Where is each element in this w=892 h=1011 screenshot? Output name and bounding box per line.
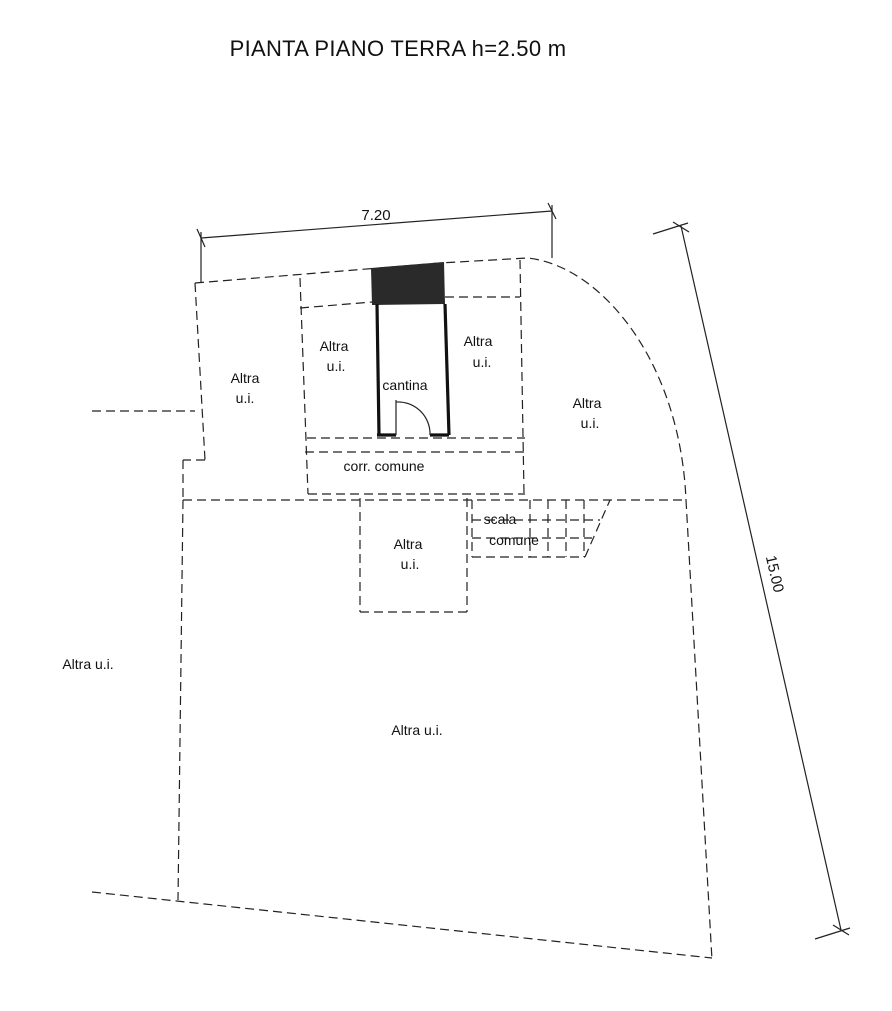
dimension-width-label: 7.20	[361, 207, 390, 224]
room-labels: Altra u.i. Altra u.i. cantina Altra u.i.…	[62, 333, 601, 738]
label-mid-right-1: Altra	[464, 333, 493, 349]
label-center-2: u.i.	[401, 556, 420, 572]
label-corridor: corr. comune	[344, 458, 425, 474]
label-scala-2: comune	[489, 532, 539, 548]
outer-outline	[91, 257, 713, 961]
label-right-1: Altra	[573, 395, 602, 411]
label-mid-left-2: u.i.	[327, 358, 346, 374]
dark-hatch	[371, 262, 445, 305]
interior-walls	[299, 259, 525, 495]
dimension-depth: 15.00	[652, 221, 851, 940]
label-mid-right-2: u.i.	[473, 354, 492, 370]
label-cantina: cantina	[382, 377, 427, 393]
dimension-width: 7.20	[196, 202, 557, 282]
center-unit	[359, 498, 468, 613]
stair	[471, 499, 611, 558]
label-bottom: Altra u.i.	[391, 722, 442, 738]
label-center-1: Altra	[394, 536, 423, 552]
plan-title: PIANTA PIANO TERRA h=2.50 m	[230, 36, 567, 61]
cantina-room	[371, 262, 451, 437]
label-right-2: u.i.	[581, 415, 600, 431]
label-left-top-1: Altra	[231, 370, 260, 386]
label-left-top-2: u.i.	[236, 390, 255, 406]
label-mid-left-1: Altra	[320, 338, 349, 354]
label-outer-left: Altra u.i.	[62, 656, 113, 672]
label-scala-1: scala	[484, 511, 517, 527]
dimension-depth-label: 15.00	[762, 554, 787, 594]
